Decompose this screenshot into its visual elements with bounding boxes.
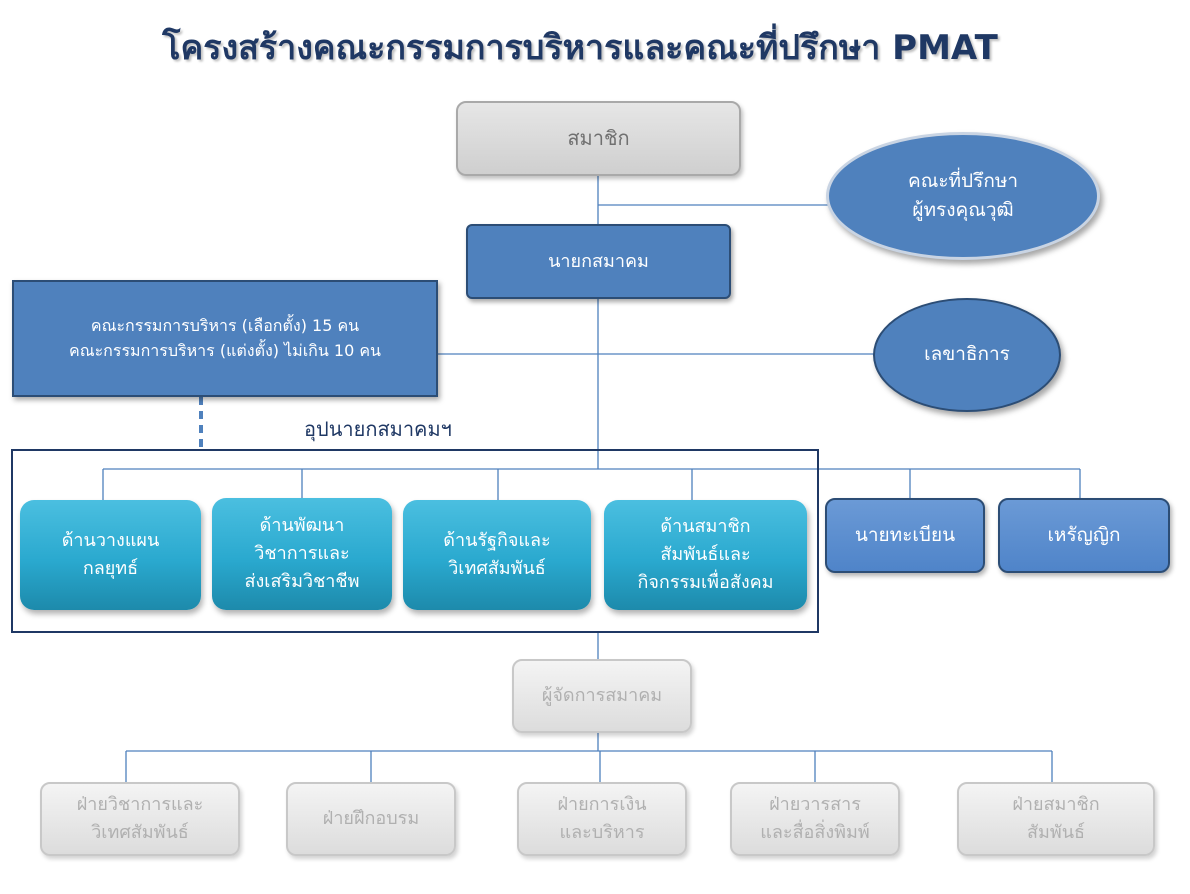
secretary-ellipse: เลขาธิการ (873, 298, 1061, 412)
vice-president-frame (11, 449, 819, 633)
members-box: สมาชิก (456, 101, 741, 176)
dept-academic-box: ฝ่ายวิชาการและ วิเทศสัมพันธ์ (40, 782, 240, 856)
registrar-box: นายทะเบียน (825, 498, 985, 573)
committee-box: คณะกรรมการบริหาร (เลือกตั้ง) 15 คน คณะกร… (12, 280, 438, 397)
dept-publication-box: ฝ่ายวารสาร และสื่อสิ่งพิมพ์ (730, 782, 900, 856)
president-box: นายกสมาคม (466, 224, 731, 299)
dept-finance-box: ฝ่ายการเงิน และบริหาร (517, 782, 687, 856)
vice-government-box: ด้านรัฐกิจและ วิเทศสัมพันธ์ (403, 500, 591, 610)
manager-box: ผู้จัดการสมาคม (512, 659, 692, 733)
vice-president-label: อุปนายกสมาคมฯ (304, 417, 452, 441)
treasurer-box: เหรัญญิก (998, 498, 1170, 573)
vice-members-box: ด้านสมาชิก สัมพันธ์และ กิจกรรมเพื่อสังคม (604, 500, 807, 610)
dept-training-box: ฝ่ายฝึกอบรม (286, 782, 456, 856)
vice-strategy-box: ด้านวางแผน กลยุทธ์ (20, 500, 201, 610)
page-title: โครงสร้างคณะกรรมการบริหารและคณะที่ปรึกษา… (162, 28, 998, 68)
vice-academic-box: ด้านพัฒนา วิชาการและ ส่งเสริมวิชาชีพ (212, 498, 392, 610)
advisory-ellipse: คณะที่ปรึกษา ผู้ทรงคุณวุฒิ (826, 132, 1100, 260)
dept-member-relations-box: ฝ่ายสมาชิก สัมพันธ์ (957, 782, 1155, 856)
